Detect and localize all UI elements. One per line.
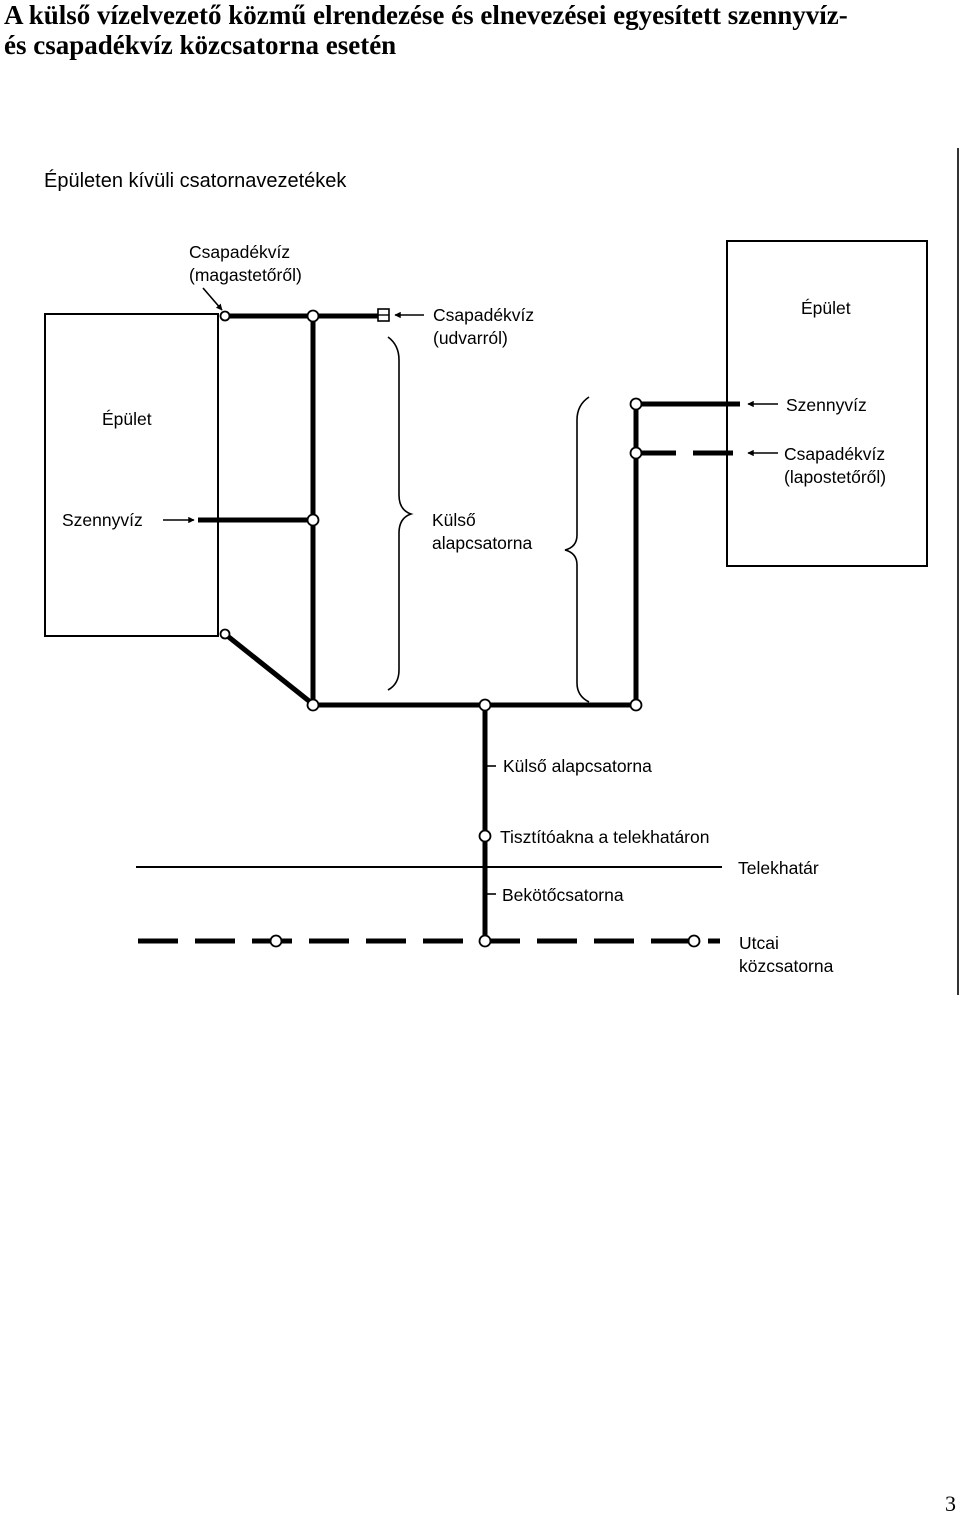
- node-street-right: [687, 934, 701, 948]
- left-building-label: Épület: [102, 409, 152, 429]
- node-inspection-chamber: [478, 829, 492, 843]
- node-building-corner: [219, 628, 231, 640]
- sewer-layout-diagram: Épületen kívüli csatornavezetékek Épület…: [44, 148, 959, 995]
- right-sewage-label: Szennyvíz: [786, 395, 867, 415]
- base-sewer-label-1: Külső: [432, 510, 476, 530]
- base-sewer-label-2: alapcsatorna: [432, 533, 532, 553]
- street-sewer-label-2: közcsatorna: [739, 956, 834, 976]
- yard-rain-label-1: Csapadékvíz: [433, 305, 534, 325]
- roof-rain-label-1: Csapadékvíz: [189, 242, 290, 262]
- left-building-box: [44, 313, 219, 637]
- node-right-sewage: [629, 397, 643, 411]
- street-sewer-label-1: Utcai: [739, 933, 779, 953]
- roof-rain-arrow: [202, 287, 223, 311]
- property-line-label: Telekhatár: [738, 858, 819, 878]
- yard-rain-label-2: (udvarról): [433, 328, 508, 348]
- left-sewage-label: Szennyvíz: [62, 510, 143, 530]
- page-title-line-1: A külső vízelvezető közmű elrendezése és…: [4, 0, 848, 30]
- page-number: 3: [945, 1491, 956, 1516]
- right-building-label: Épület: [801, 298, 851, 318]
- page-title: A külső vízelvezető közmű elrendezése és…: [4, 0, 954, 60]
- roof-rain-label-2: (magastetőről): [189, 265, 302, 285]
- node-bottom-middle: [478, 698, 492, 712]
- right-brace: [564, 396, 590, 703]
- node-street-left: [269, 934, 283, 948]
- node-bottom-left: [306, 698, 320, 712]
- flat-roof-rain-label-1: Csapadékvíz: [784, 444, 885, 464]
- left-brace: [387, 336, 414, 691]
- inspection-chamber-label: Tisztítóakna a telekhatáron: [500, 827, 709, 847]
- flat-roof-rain-label-2: (lapostetőről): [784, 467, 886, 487]
- page-title-line-2: és csapadékvíz közcsatorna esetén: [4, 30, 397, 60]
- node-right-rain: [629, 446, 643, 460]
- connection-sewer-label: Bekötőcsatorna: [502, 885, 624, 905]
- node-street-connection: [478, 934, 492, 948]
- node-top-junction: [306, 309, 320, 323]
- base-sewer-main-label: Külső alapcsatorna: [503, 756, 652, 776]
- diagram-heading: Épületen kívüli csatornavezetékek: [44, 169, 347, 192]
- node-roof-downpipe: [219, 310, 231, 322]
- node-bottom-right: [629, 698, 643, 712]
- node-left-sewage-junction: [306, 513, 320, 527]
- left-diagonal-pipe: [223, 632, 311, 703]
